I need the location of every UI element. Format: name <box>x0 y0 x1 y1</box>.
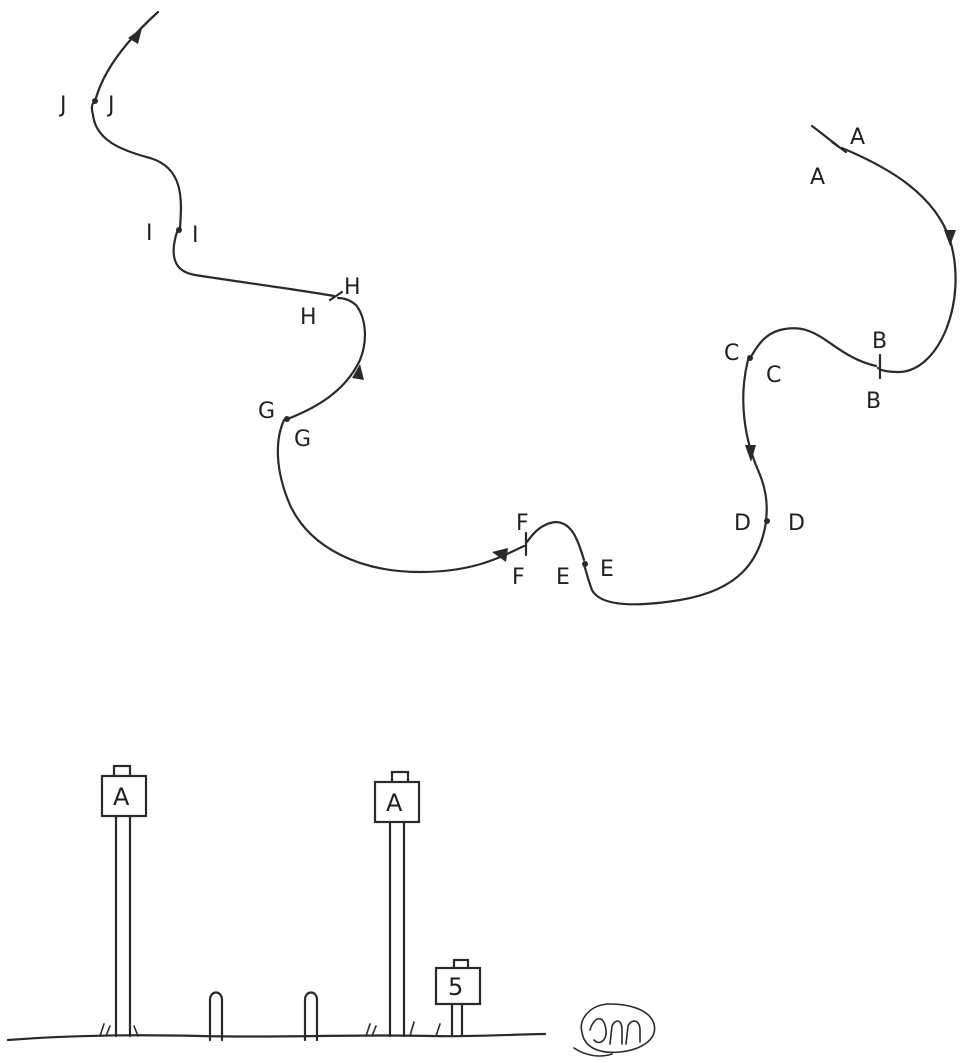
direction-arrow-c-d <box>745 445 756 462</box>
control-dot-j <box>92 98 98 104</box>
short-stake-2 <box>303 991 319 1042</box>
route-segment-f-g <box>276 418 526 574</box>
route-segment-h-i <box>172 228 336 298</box>
course-route <box>90 10 957 606</box>
route-segment-i-j <box>90 100 183 230</box>
direction-arrow-f-g <box>492 548 508 562</box>
control-label-h-left: H <box>300 305 317 330</box>
route-segment-b-c <box>750 327 878 368</box>
marker-sign-label: 5 <box>448 973 463 1001</box>
control-label-b-top: B <box>872 329 887 354</box>
control-dot-d <box>764 518 770 524</box>
control-label-h-right: H <box>344 275 361 300</box>
control-label-j-right: J <box>106 93 115 118</box>
control-labels: A A B B C C D D E E F F G G H H I I J J <box>58 93 887 590</box>
ground-line <box>6 1032 547 1042</box>
control-tick-h <box>328 290 344 302</box>
stake-outline <box>208 991 224 1042</box>
stake-outline <box>303 991 319 1042</box>
control-dot-g <box>284 416 290 422</box>
control-label-c-left: C <box>724 341 739 366</box>
control-dot-e <box>582 561 588 567</box>
control-dot-c <box>747 355 753 361</box>
control-label-e-right: E <box>600 557 614 582</box>
direction-arrow-g-h <box>352 364 364 380</box>
grass-tuft <box>99 1021 441 1037</box>
control-label-a-right: A <box>850 125 865 150</box>
control-label-i-left: I <box>146 221 153 246</box>
control-tick-a <box>830 140 848 154</box>
route-lead-out-j <box>94 10 160 100</box>
tall-marker-post-2: A <box>373 770 421 1038</box>
control-label-g-left: G <box>258 399 275 424</box>
tall-marker-post-1: A <box>100 764 148 1038</box>
control-label-c-right: C <box>766 363 781 388</box>
route-segment-d-e <box>582 520 768 606</box>
route-segment-a-b <box>840 146 957 374</box>
control-label-f-bottom: F <box>512 565 525 590</box>
control-label-j-left: J <box>58 93 67 118</box>
route-segment-g-h <box>288 296 366 420</box>
marker-sign-label: A <box>113 783 130 811</box>
marker-sign <box>100 774 148 818</box>
marker-posts-sketch: A A 5 <box>6 764 656 1057</box>
control-label-d-left: D <box>734 511 751 536</box>
marker-sign-label: A <box>386 789 403 817</box>
short-stake-1 <box>208 991 224 1042</box>
control-label-d-right: D <box>788 511 805 536</box>
route-segment-e-f <box>525 520 586 562</box>
direction-arrow-a-b <box>944 230 956 246</box>
small-numbered-marker: 5 <box>434 958 482 1038</box>
marker-sign <box>434 966 482 1006</box>
marker-sign <box>373 780 421 824</box>
control-label-i-right: I <box>192 223 199 248</box>
artist-signature <box>573 1003 656 1057</box>
control-label-a-left: A <box>810 165 825 190</box>
control-dot-i <box>176 227 182 233</box>
direction-arrow-j-finish <box>128 28 142 44</box>
control-label-g-right: G <box>294 427 311 452</box>
control-label-e-left: E <box>556 565 570 590</box>
control-label-b-bottom: B <box>866 389 881 414</box>
control-label-f-top: F <box>516 511 529 536</box>
route-segment-c-d <box>742 358 768 522</box>
